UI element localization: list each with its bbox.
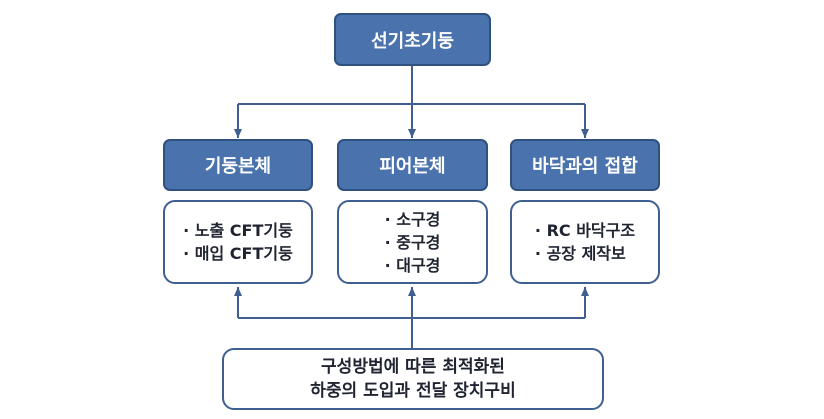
list-item: 노출 CFT기둥 bbox=[183, 219, 293, 242]
list-item: 공장 제작보 bbox=[535, 242, 635, 265]
list-item: 소구경 bbox=[385, 208, 440, 231]
column-2-header: 피어본체 bbox=[337, 139, 488, 191]
bottom-box: 구성방법에 따른 최적화된 하중의 도입과 전달 장치구비 bbox=[222, 348, 604, 410]
column-1-list: 노출 CFT기둥 매입 CFT기둥 bbox=[183, 219, 293, 265]
column-1-header: 기둥본체 bbox=[163, 139, 313, 191]
list-item: RC 바닥구조 bbox=[535, 219, 636, 242]
column-2-title: 피어본체 bbox=[379, 156, 446, 177]
column-3-list: RC 바닥구조 공장 제작보 bbox=[535, 219, 636, 265]
column-1-list-box: 노출 CFT기둥 매입 CFT기둥 bbox=[163, 200, 313, 284]
top-box-label: 선기초기둥 bbox=[371, 30, 454, 52]
column-3-list-box: RC 바닥구조 공장 제작보 bbox=[510, 200, 660, 284]
top-box: 선기초기둥 bbox=[334, 13, 491, 66]
column-3-title: 바닥과의 접합 bbox=[532, 156, 638, 177]
column-1-title: 기둥본체 bbox=[204, 156, 272, 177]
list-item: 대구경 bbox=[385, 254, 440, 277]
list-item: 중구경 bbox=[385, 231, 440, 254]
column-2-list-box: 소구경 중구경 대구경 bbox=[337, 200, 488, 284]
list-item: 매입 CFT기둥 bbox=[183, 242, 293, 265]
column-2-list: 소구경 중구경 대구경 bbox=[385, 208, 440, 277]
bottom-line-2: 하중의 도입과 전달 장치구비 bbox=[310, 381, 516, 401]
bottom-line-1: 구성방법에 따른 최적화된 bbox=[321, 357, 505, 377]
column-3-header: 바닥과의 접합 bbox=[510, 139, 660, 191]
